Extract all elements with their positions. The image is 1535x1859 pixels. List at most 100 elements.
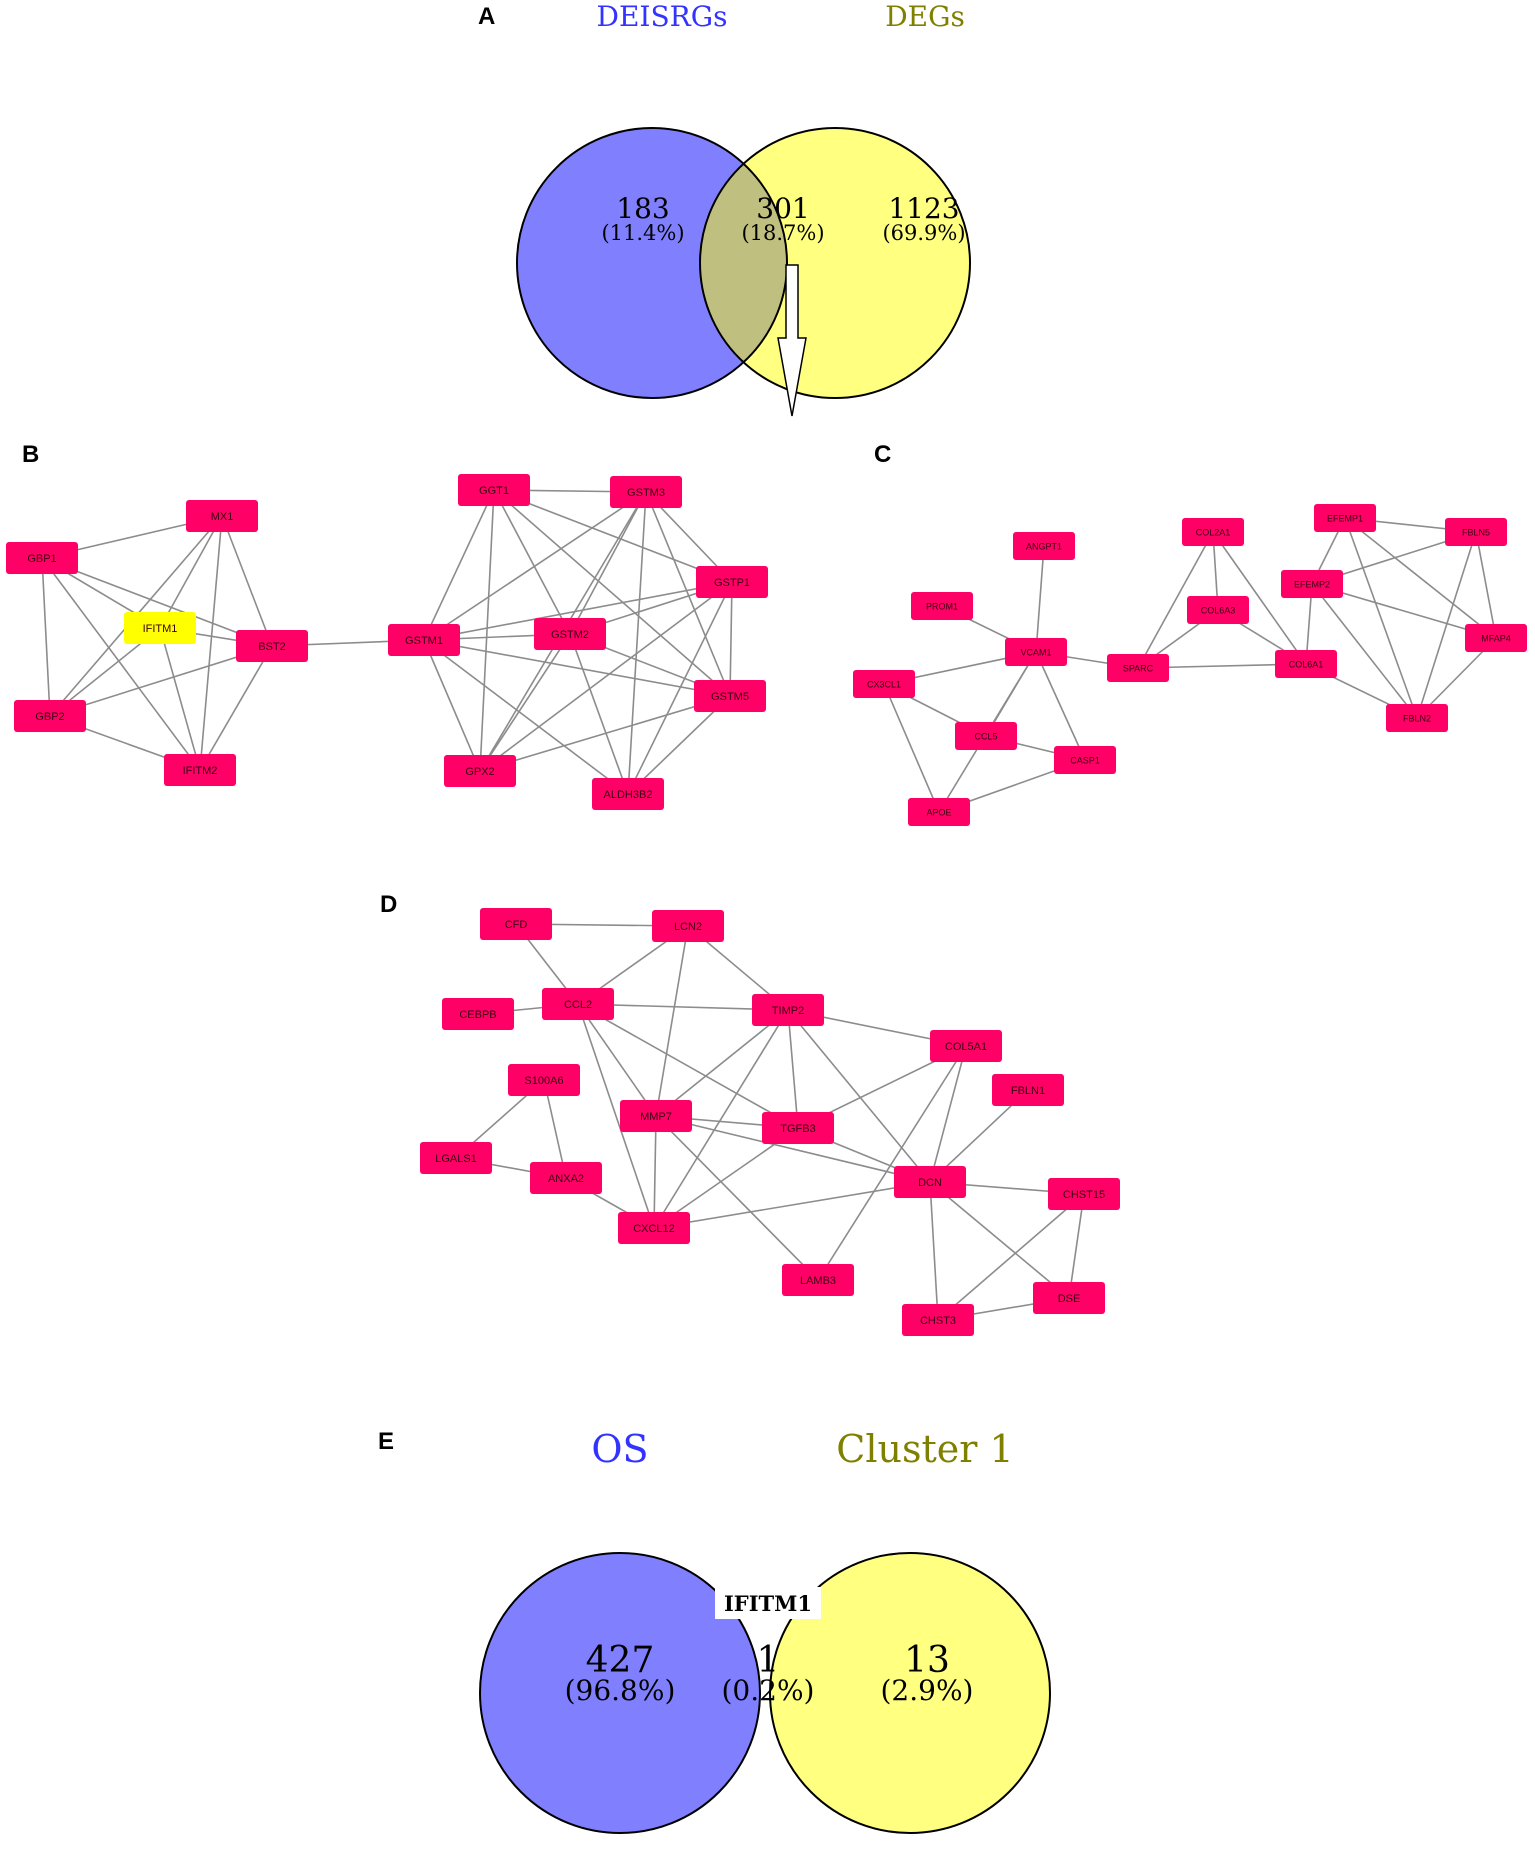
node-box <box>6 542 78 574</box>
node-gstm3: GSTM3 <box>610 476 682 508</box>
edge-cxcl12-dcn <box>653 1181 931 1229</box>
node-label: CCL2 <box>564 999 592 1011</box>
node-box <box>610 476 682 508</box>
edge-cx3cl1-apoe <box>883 683 940 813</box>
node-label: CX3CL1 <box>867 679 901 689</box>
node-bst2: BST2 <box>236 630 308 662</box>
edge-ggt1-gstm2 <box>493 489 571 635</box>
node-label: GSTM5 <box>711 691 749 703</box>
node-chst3: CHST3 <box>902 1304 974 1336</box>
node-efemp1: EFEMP1 <box>1314 504 1376 532</box>
node-mfap4: MFAP4 <box>1465 624 1527 652</box>
node-label: CEBPB <box>459 1009 496 1021</box>
edge-angpt1-vcam1 <box>1035 545 1045 653</box>
node-label: IFITM1 <box>143 623 178 635</box>
node-box <box>14 700 86 732</box>
node-box <box>853 670 915 698</box>
node-label: GPX2 <box>465 766 494 778</box>
edge-mmp7-lamb3 <box>655 1115 819 1281</box>
edge-gstp1-gstm5 <box>729 581 733 697</box>
node-box <box>542 988 614 1020</box>
node-label: TIMP2 <box>772 1005 804 1017</box>
node-angpt1: ANGPT1 <box>1013 532 1075 560</box>
node-label: SPARC <box>1123 663 1154 673</box>
venn-a-overlap <box>700 128 787 398</box>
panel-label-b: B <box>22 441 39 468</box>
node-label: CHST15 <box>1063 1189 1105 1201</box>
node-fbln2: FBLN2 <box>1386 704 1448 732</box>
edge-gstm1-gstm5 <box>423 639 731 697</box>
venn-e-right-title: Cluster 1 <box>836 1427 1013 1471</box>
node-label: FBLN1 <box>1011 1085 1045 1097</box>
node-aldh3b2: ALDH3B2 <box>592 778 664 810</box>
node-gbp2: GBP2 <box>14 700 86 732</box>
node-col5a1: COL5A1 <box>930 1030 1002 1062</box>
node-label: GSTM3 <box>627 487 665 499</box>
edge-bst2-gbp2 <box>49 645 273 717</box>
node-lamb3: LAMB3 <box>782 1264 854 1296</box>
node-box <box>1013 532 1075 560</box>
edge-gstp1-gstm1 <box>423 581 733 641</box>
overlap-gene-box <box>715 1587 821 1619</box>
node-box <box>1187 596 1249 624</box>
edge-gbp1-gbp2 <box>41 557 51 717</box>
edge-ggt1-gpx2 <box>479 489 495 772</box>
node-label: ANGPT1 <box>1026 541 1062 551</box>
node-label: MFAP4 <box>1481 633 1511 643</box>
network-c: ANGPT1PROM1VCAM1CX3CL1CCL5CASP1APOESPARC… <box>853 504 1527 826</box>
venn-a-right-count: 1123 <box>888 192 959 225</box>
node-tgfb3: TGFB3 <box>762 1112 834 1144</box>
edge-ggt1-gstm5 <box>493 489 731 697</box>
node-col2a1: COL2A1 <box>1182 518 1244 546</box>
node-box <box>1465 624 1527 652</box>
node-label: GGT1 <box>479 485 509 497</box>
edge-gstm5-aldh3b2 <box>627 695 731 795</box>
node-label: GSTM1 <box>405 635 443 647</box>
edge-mmp7-cxcl12 <box>653 1115 657 1229</box>
edge-ggt1-gstm1 <box>423 489 495 641</box>
node-box <box>480 908 552 940</box>
edge-mmp7-dcn <box>655 1115 931 1183</box>
node-box <box>444 755 516 787</box>
node-box <box>442 998 514 1030</box>
edge-gstm2-aldh3b2 <box>569 633 629 795</box>
venn-e-left-title: OS <box>591 1427 648 1471</box>
edge-mx1-ifitm2 <box>199 515 223 771</box>
edge-ccl2-mmp7 <box>577 1003 657 1117</box>
node-label: GBP2 <box>35 711 64 723</box>
node-label: MX1 <box>211 511 234 523</box>
venn-a-left-title: DEISRGs <box>597 0 728 33</box>
node-box <box>1275 650 1337 678</box>
edge-gbp1-ifitm2 <box>41 557 201 771</box>
node-box <box>902 1304 974 1336</box>
node-sparc: SPARC <box>1107 654 1169 682</box>
node-label: S100A6 <box>524 1075 563 1087</box>
node-col6a3: COL6A3 <box>1187 596 1249 624</box>
edge-chst15-dse <box>1068 1193 1085 1299</box>
node-col6a1: COL6A1 <box>1275 650 1337 678</box>
node-s100a6: S100A6 <box>508 1064 580 1096</box>
edge-dcn-chst3 <box>929 1181 939 1321</box>
node-box <box>782 1264 854 1296</box>
edge-efemp2-fbln2 <box>1311 583 1418 719</box>
node-ifitm1: IFITM1 <box>124 612 196 644</box>
node-dcn: DCN <box>894 1166 966 1198</box>
venn-e-left-circle <box>480 1553 760 1833</box>
venn-e-right-pct: (2.9%) <box>881 1674 974 1707</box>
node-box <box>1314 504 1376 532</box>
node-box <box>388 624 460 656</box>
node-label: PROM1 <box>926 601 958 611</box>
panel-label-e: E <box>378 1428 394 1455</box>
node-box <box>458 474 530 506</box>
node-prom1: PROM1 <box>911 592 973 620</box>
node-box <box>1281 570 1343 598</box>
node-label: IFITM2 <box>183 765 218 777</box>
node-label: GSTP1 <box>714 577 750 589</box>
edge-bst2-ifitm2 <box>199 645 273 771</box>
node-cfd: CFD <box>480 908 552 940</box>
node-efemp2: EFEMP2 <box>1281 570 1343 598</box>
edge-s100a6-anxa2 <box>543 1079 567 1179</box>
edge-gstm5-gpx2 <box>479 695 731 772</box>
node-box <box>1182 518 1244 546</box>
node-dse: DSE <box>1033 1282 1105 1314</box>
